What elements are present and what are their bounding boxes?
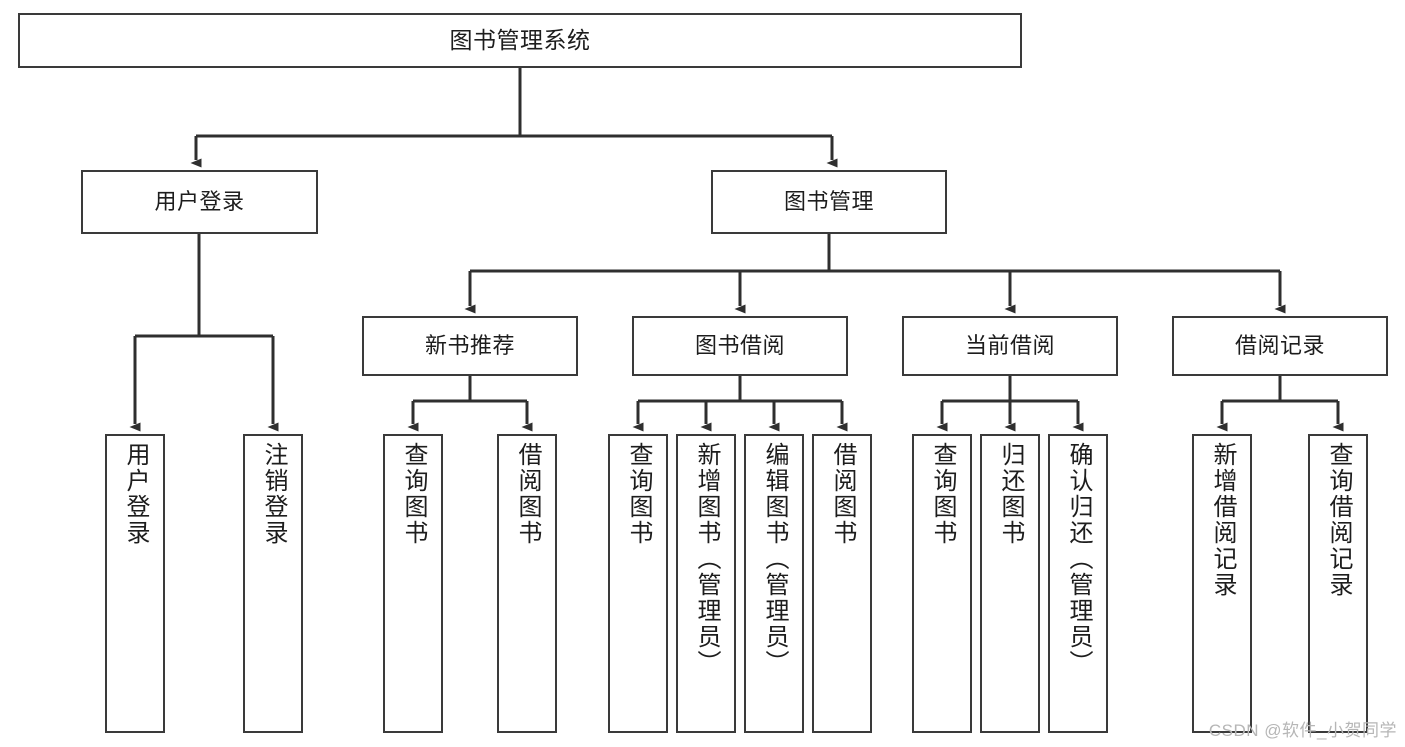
leaf-user-login-logout[interactable]: 注销登录	[243, 434, 303, 733]
node-label: 用户登录	[154, 188, 245, 214]
node-label: 查询图书	[929, 442, 956, 546]
leaf-current-borrow-query[interactable]: 查询图书	[912, 434, 972, 733]
node-label: 注销登录	[260, 442, 287, 546]
node-label: 借阅记录	[1234, 332, 1325, 358]
node-label: 新增借阅记录	[1209, 442, 1236, 598]
node-label: 编辑图书（管理员）	[761, 442, 788, 676]
node-label: 借阅图书	[829, 442, 856, 546]
node-user-login[interactable]: 用户登录	[81, 170, 318, 234]
node-label: 图书管理系统	[449, 26, 591, 53]
leaf-book-borrow-edit[interactable]: 编辑图书（管理员）	[744, 434, 804, 733]
node-label: 查询图书	[400, 442, 427, 546]
leaf-current-borrow-confirm-return[interactable]: 确认归还（管理员）	[1048, 434, 1108, 733]
node-label: 查询借阅记录	[1325, 442, 1352, 598]
leaf-book-borrow-query[interactable]: 查询图书	[608, 434, 668, 733]
node-current-borrow[interactable]: 当前借阅	[902, 316, 1118, 376]
node-label: 查询图书	[625, 442, 652, 546]
node-label: 新书推荐	[424, 332, 515, 358]
node-label: 当前借阅	[964, 332, 1055, 358]
node-label: 图书管理	[783, 188, 874, 214]
node-label: 确认归还（管理员）	[1065, 442, 1092, 676]
node-borrow-record[interactable]: 借阅记录	[1172, 316, 1388, 376]
node-label: 新增图书（管理员）	[693, 442, 720, 676]
node-label: 借阅图书	[514, 442, 541, 546]
watermark-text: CSDN @软件_小贺同学	[1208, 721, 1397, 740]
node-label: 用户登录	[122, 442, 149, 546]
leaf-book-borrow-borrow[interactable]: 借阅图书	[812, 434, 872, 733]
leaf-borrow-record-add[interactable]: 新增借阅记录	[1192, 434, 1252, 733]
node-new-book-recommend[interactable]: 新书推荐	[362, 316, 578, 376]
node-root-system[interactable]: 图书管理系统	[18, 13, 1022, 68]
node-label: 图书借阅	[694, 332, 785, 358]
leaf-user-login-login[interactable]: 用户登录	[105, 434, 165, 733]
leaf-new-book-borrow[interactable]: 借阅图书	[497, 434, 557, 733]
leaf-book-borrow-add[interactable]: 新增图书（管理员）	[676, 434, 736, 733]
node-label: 归还图书	[997, 442, 1024, 546]
node-book-management[interactable]: 图书管理	[711, 170, 947, 234]
node-book-borrow[interactable]: 图书借阅	[632, 316, 848, 376]
leaf-new-book-query[interactable]: 查询图书	[383, 434, 443, 733]
leaf-current-borrow-return[interactable]: 归还图书	[980, 434, 1040, 733]
leaf-borrow-record-query[interactable]: 查询借阅记录	[1308, 434, 1368, 733]
